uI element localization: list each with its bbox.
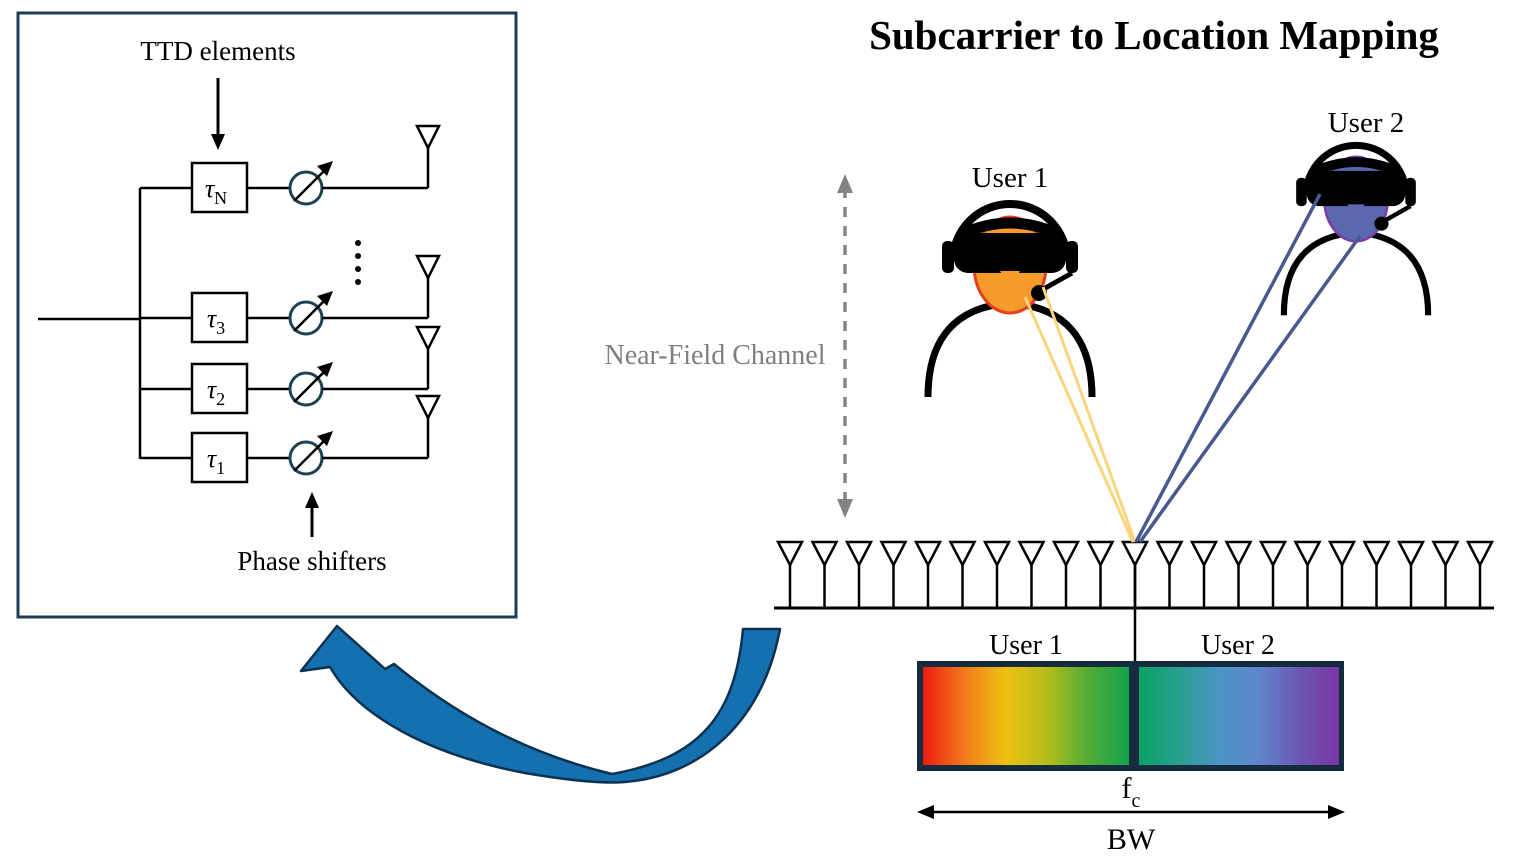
subcarrier-spectrum: User 1 User 2 fc BW [917,630,1345,856]
antenna-element [880,540,907,610]
ttd-box-frame [16,11,518,619]
beam-lines [1023,193,1362,544]
antenna-element [1466,540,1494,610]
antenna-element [1294,540,1321,610]
bandwidth-label: BW [1107,823,1156,856]
antenna-element [1052,540,1080,610]
page-title: Subcarrier to Location Mapping [869,12,1439,58]
ttd-pointer-arrowhead-icon [211,134,225,150]
ttd-circuit-box: TTD elements τN τ3 τ2 τ1 Phase shifters [16,11,518,619]
antenna-element [811,540,838,610]
tau-label-2: τ2 [207,375,225,409]
spectrum-user1-band [923,667,1129,765]
carrier-frequency-label: fc [1122,772,1141,812]
antenna-element [1087,540,1114,610]
tau-label-1: τ1 [207,444,225,478]
antenna-element [1156,540,1183,610]
tau-label-3: τ3 [207,304,225,338]
user1-label: User 1 [972,162,1049,194]
tau-label-n: τN [205,174,227,208]
user2-beam-2 [1138,234,1362,544]
antenna-element [1397,540,1425,610]
antenna-element [1225,540,1252,610]
user1-beam-2 [1041,286,1137,543]
user-1-avatar [928,204,1092,397]
antenna-element [1328,540,1356,610]
antenna-element [1018,540,1045,610]
spectrum-user2-band [1139,667,1339,765]
antenna-element [1259,540,1287,610]
user1-beam-1 [1023,296,1135,543]
user-2-avatar [1284,145,1428,315]
bandwidth-right-arrowhead-icon [1328,805,1345,819]
antenna-element [914,540,942,610]
user2-label: User 2 [1328,107,1405,139]
ttd-elements-label: TTD elements [140,36,295,66]
antenna-array [774,540,1494,662]
near-field-annotation: Near-Field Channel [604,174,853,518]
mapping-curved-arrow-icon [299,624,782,784]
phase-shifters-arrowhead-icon [305,492,319,508]
near-field-up-arrowhead-icon [837,174,853,193]
antenna-element [845,540,873,610]
antenna-element [1190,540,1218,610]
antenna-element [949,540,976,610]
near-field-label: Near-Field Channel [604,340,825,371]
antenna-element [776,540,804,610]
phase-shifters-label: Phase shifters [237,546,386,576]
antenna-element [983,540,1011,610]
antenna-element [1363,540,1390,610]
antenna-element [1432,540,1459,610]
near-field-down-arrowhead-icon [837,499,853,518]
bandwidth-left-arrowhead-icon [917,805,934,819]
ellipsis-dots-icon [355,240,361,285]
user2-beam-1 [1134,193,1322,543]
spectrum-user1-label: User 1 [989,630,1063,661]
spectrum-user2-label: User 2 [1201,630,1275,661]
